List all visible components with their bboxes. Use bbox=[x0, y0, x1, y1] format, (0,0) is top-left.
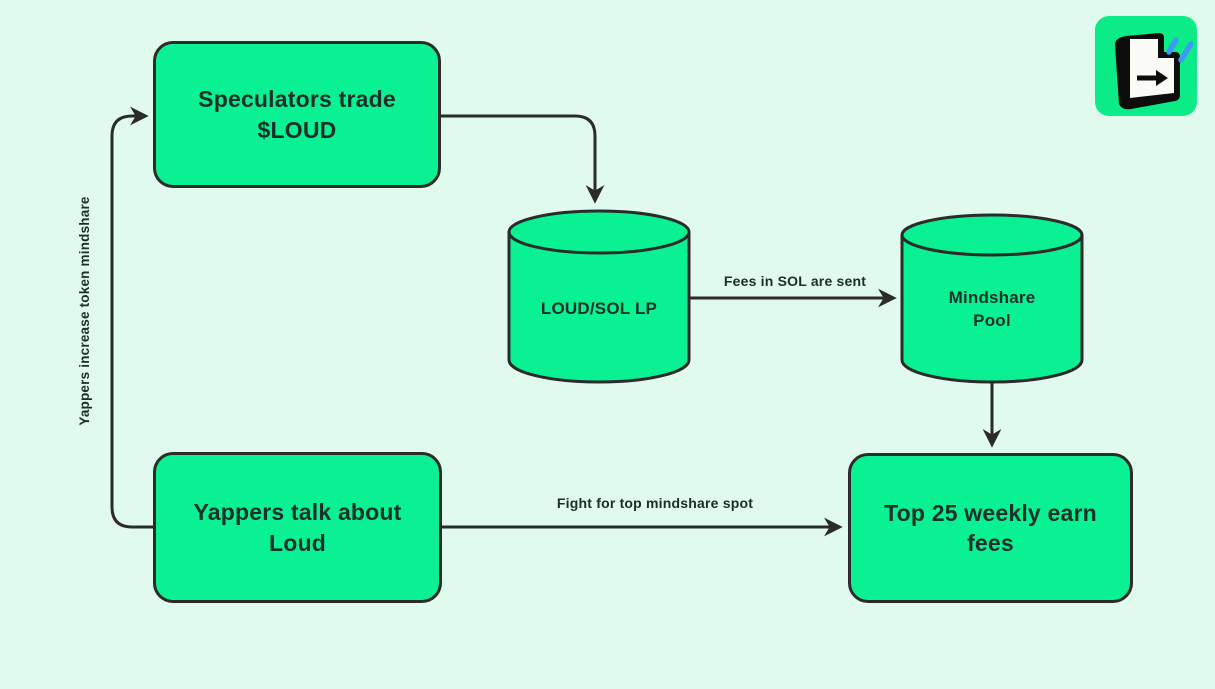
cylinder-rim bbox=[507, 209, 691, 255]
sparkle-dash-2 bbox=[1178, 41, 1194, 63]
sparkle-dash-1 bbox=[1166, 37, 1179, 55]
cylinder-body bbox=[900, 233, 1084, 384]
key-arrow-icon bbox=[1114, 33, 1194, 110]
node-mindshare-pool bbox=[900, 213, 1084, 384]
node-speculators: Speculators trade $LOUD bbox=[153, 41, 441, 188]
edge-speculators-to-lp bbox=[441, 114, 605, 204]
edge-label-fight: Fight for top mindshare spot bbox=[556, 495, 754, 511]
app-logo bbox=[1095, 16, 1197, 116]
cylinder-rim bbox=[900, 213, 1084, 257]
node-top25-label: Top 25 weekly earn fees bbox=[884, 499, 1097, 556]
node-yappers: Yappers talk about Loud bbox=[153, 452, 442, 603]
node-top25: Top 25 weekly earn fees bbox=[848, 453, 1133, 603]
edge-label-fees: Fees in SOL are sent bbox=[723, 273, 867, 289]
node-speculators-label: Speculators trade $LOUD bbox=[198, 86, 396, 143]
edge-label-yappers-increase: Yappers increase token mindshare bbox=[77, 196, 92, 426]
edge-yappers-to-speculators bbox=[110, 106, 153, 529]
key-face-shape bbox=[1130, 39, 1174, 98]
node-loud-sol-lp bbox=[507, 209, 691, 384]
node-yappers-label: Yappers talk about Loud bbox=[193, 499, 402, 556]
key-arrow-head bbox=[1156, 70, 1168, 86]
cylinder-body bbox=[507, 230, 691, 384]
